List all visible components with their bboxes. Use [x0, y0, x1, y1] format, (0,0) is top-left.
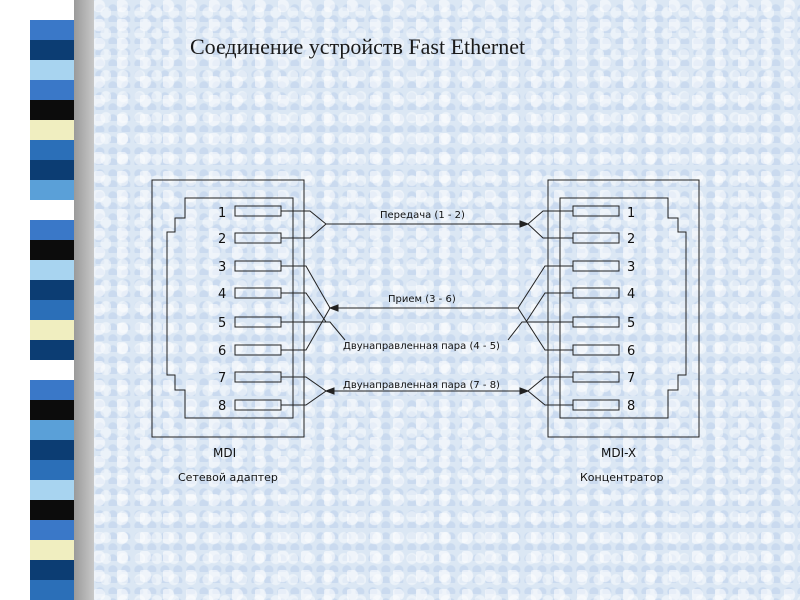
- decorative-stripe: [30, 240, 74, 260]
- bi78-right-wire: [527, 376, 559, 406]
- gray-divider-bar: [74, 0, 94, 600]
- mdi-x-pin-contact: [572, 344, 620, 356]
- mdi-x-pin-number: 8: [627, 399, 635, 414]
- mdi-pin-number: 4: [218, 287, 226, 302]
- mdi-x-pin-contact: [572, 232, 620, 244]
- decorative-stripe: [30, 520, 74, 540]
- mdi-x-pin-contact: [572, 260, 620, 272]
- mdi-pin-contact: [234, 371, 282, 383]
- mdi-x-pin-contact: [572, 371, 620, 383]
- decorative-stripe: [30, 540, 74, 560]
- mdi-x-pin-number: 2: [627, 232, 635, 247]
- decorative-stripe: [30, 580, 74, 600]
- left-white-band: [0, 0, 30, 600]
- pair-label-rx: Прием (3 - 6): [388, 294, 456, 305]
- bi78-arrow-left: [324, 387, 335, 395]
- bi45-left-wire: [294, 292, 327, 323]
- mdi-pin-number: 3: [218, 260, 226, 275]
- decorative-stripe: [30, 300, 74, 320]
- decorative-stripe: [30, 280, 74, 300]
- mdi-x-pin-number: 7: [627, 371, 635, 386]
- decorative-stripe: [30, 200, 74, 220]
- mdi-x-pin-contact: [572, 205, 620, 217]
- decorative-stripe: [30, 20, 74, 40]
- rx-pair-right-wire-6: [517, 307, 559, 351]
- decorative-stripe: [30, 0, 74, 20]
- mdi-pin-contact: [234, 232, 282, 244]
- decorative-stripe: [30, 460, 74, 480]
- mdi-pin-contact: [234, 399, 282, 411]
- decorative-stripe: [30, 60, 74, 80]
- decorative-stripe: [30, 80, 74, 100]
- mdi-connector-frame: [151, 179, 305, 438]
- mdi-pin-contact: [234, 205, 282, 217]
- rx-pair-left-wire-3: [294, 265, 331, 309]
- mdi-pin-contact: [234, 316, 282, 328]
- mdi-pin-contact: [234, 260, 282, 272]
- mdi-device-label: Сетевой адаптер: [178, 471, 278, 484]
- decorative-stripe: [30, 220, 74, 240]
- mdi-x-connector-frame: [547, 179, 700, 438]
- mdi-pin-number: 7: [218, 371, 226, 386]
- mdi-label: MDI: [213, 446, 236, 460]
- slide-background: [94, 0, 800, 600]
- bi45-right-wire: [525, 292, 559, 323]
- mdi-jack-outline: [166, 197, 294, 419]
- mdi-pin-contact: [234, 287, 282, 299]
- decorative-stripe-column: [30, 0, 74, 600]
- decorative-stripe: [30, 140, 74, 160]
- decorative-stripe: [30, 320, 74, 340]
- pair-label-bi-4-5: Двунаправленная пара (4 - 5): [343, 341, 500, 352]
- mdi-pin-number: 8: [218, 399, 226, 414]
- bi45-left-cross: [326, 321, 346, 341]
- decorative-stripe: [30, 560, 74, 580]
- mdi-x-pin-number: 6: [627, 344, 635, 359]
- bi78-left-wire: [294, 376, 327, 406]
- decorative-stripe: [30, 440, 74, 460]
- mdi-pin-number: 5: [218, 316, 226, 331]
- rx-pair-right-wire-3: [517, 265, 559, 309]
- decorative-stripe: [30, 500, 74, 520]
- mdi-x-pin-number: 4: [627, 287, 635, 302]
- mdi-x-jack-outline: [559, 197, 687, 419]
- bi45-right-cross: [507, 321, 526, 341]
- mdi-x-pin-contact: [572, 399, 620, 411]
- decorative-stripe: [30, 340, 74, 360]
- decorative-stripe: [30, 360, 74, 380]
- mdi-pin-contact: [234, 344, 282, 356]
- pair-label-tx: Передача (1 - 2): [380, 210, 465, 221]
- tx-pair-right-wire: [527, 210, 559, 239]
- decorative-stripe: [30, 260, 74, 280]
- decorative-stripe: [30, 120, 74, 140]
- tx-pair-left-wire: [294, 210, 327, 239]
- mdi-x-label: MDI-X: [601, 446, 636, 460]
- mdi-x-pin-number: 1: [627, 206, 635, 221]
- mdi-x-pin-contact: [572, 287, 620, 299]
- decorative-stripe: [30, 180, 74, 200]
- decorative-stripe: [30, 480, 74, 500]
- mdi-x-pin-contact: [572, 316, 620, 328]
- mdi-x-pin-number: 3: [627, 260, 635, 275]
- decorative-stripe: [30, 100, 74, 120]
- decorative-stripe: [30, 380, 74, 400]
- rx-arrow-head: [328, 304, 339, 312]
- decorative-stripe: [30, 40, 74, 60]
- rx-pair-left-wire-6: [294, 307, 331, 351]
- decorative-stripe: [30, 400, 74, 420]
- mdi-x-pin-number: 5: [627, 316, 635, 331]
- slide-title: Соединение устройств Fast Ethernet: [190, 34, 526, 59]
- mdi-x-device-label: Концентратор: [580, 471, 663, 484]
- pair-label-bi-7-8: Двунаправленная пара (7 - 8): [343, 380, 500, 391]
- decorative-stripe: [30, 420, 74, 440]
- decorative-stripe: [30, 160, 74, 180]
- mdi-pin-number: 6: [218, 344, 226, 359]
- mdi-pin-number: 1: [218, 206, 226, 221]
- tx-arrow-head: [519, 220, 530, 228]
- mdi-pin-number: 2: [218, 232, 226, 247]
- bi78-arrow-right: [519, 387, 530, 395]
